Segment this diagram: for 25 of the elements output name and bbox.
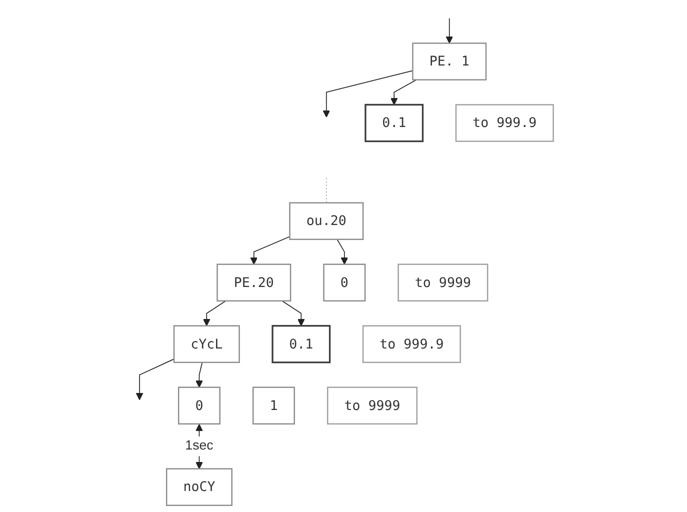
node-box: to 999.9 — [455, 104, 554, 142]
node-box: 1 — [252, 386, 295, 425]
node-box: 0 — [178, 386, 220, 425]
arrow — [250, 236, 290, 265]
arrow — [322, 70, 414, 118]
node-box: PE.20 — [216, 264, 292, 302]
arrow — [282, 300, 305, 326]
arrow — [390, 79, 417, 106]
node-box: 0.1 — [272, 325, 331, 364]
node-box: to 9999 — [398, 264, 488, 302]
node-box: PE. 1 — [412, 42, 487, 80]
node-box: cYcL — [173, 325, 240, 364]
node-box: ou.20 — [289, 202, 364, 240]
arrow — [196, 362, 203, 388]
node-box: to 9999 — [326, 386, 418, 425]
node-box: 0.1 — [364, 104, 424, 142]
arrow — [202, 300, 226, 326]
edge-label: 1sec — [185, 438, 214, 453]
node-box: noCY — [166, 468, 232, 506]
dashed-line — [326, 177, 327, 204]
node-box: 0 — [323, 264, 366, 302]
arrow — [136, 358, 174, 400]
node-box: to 999.9 — [362, 325, 461, 364]
arrow — [336, 238, 348, 265]
arrow — [446, 18, 454, 44]
